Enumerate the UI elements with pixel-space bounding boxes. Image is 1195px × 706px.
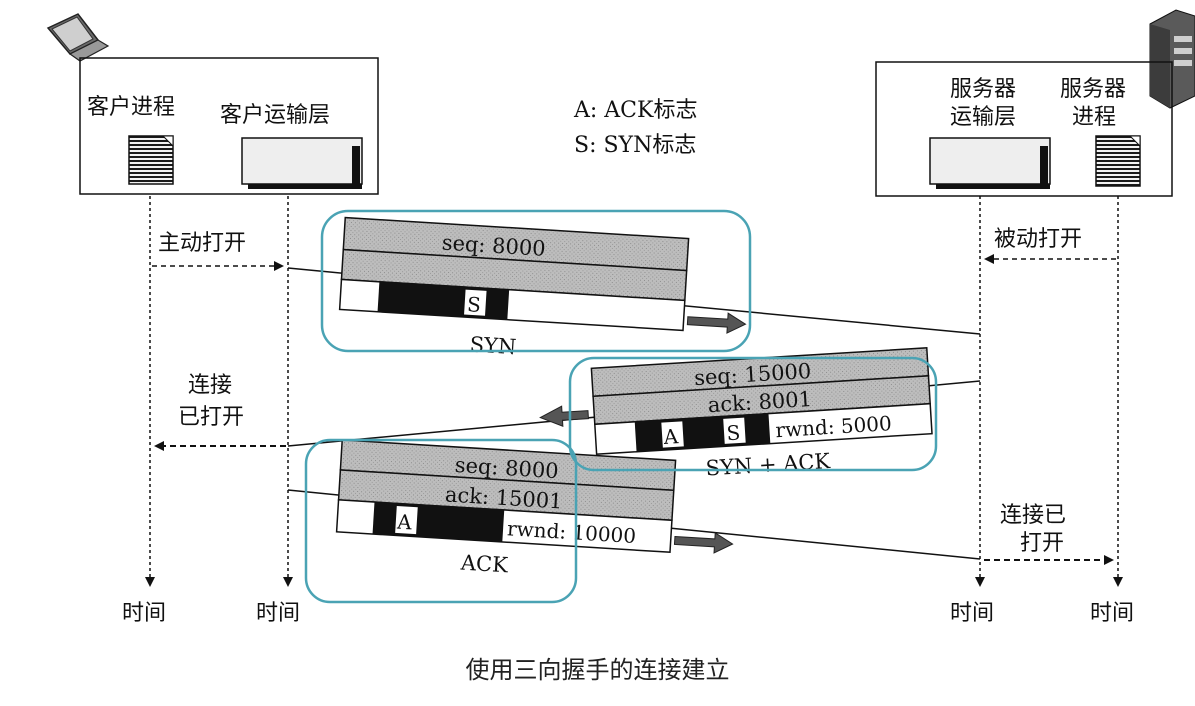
server-transport-label-2: 运输层 bbox=[950, 105, 1016, 130]
syn-direction-arrow bbox=[686, 312, 747, 334]
ack-flag-a: A bbox=[396, 509, 413, 534]
synack-segment: seq: 15000 ack: 8001 A S rwnd: 5000 SYN … bbox=[539, 347, 933, 481]
synack-highlight-box bbox=[568, 356, 938, 472]
server-open-label-2: 打开 bbox=[1020, 531, 1064, 556]
synack-flag-a: A bbox=[662, 424, 679, 449]
client-box bbox=[79, 57, 379, 195]
client-transport-label: 客户运输层 bbox=[220, 103, 330, 128]
time-label-server-process: 时间 bbox=[1090, 601, 1134, 626]
syn-flag-s: S bbox=[466, 292, 481, 317]
server-transport-buffer-icon bbox=[929, 137, 1051, 189]
syn-highlight-box bbox=[320, 209, 752, 353]
laptop-icon bbox=[46, 13, 110, 62]
ack-direction-arrow bbox=[673, 532, 734, 554]
client-transport-buffer-icon bbox=[241, 137, 363, 189]
syn-segment: seq: 8000 S SYN bbox=[338, 216, 747, 359]
server-process-label-1: 服务器 bbox=[1060, 77, 1126, 102]
synack-flag-s: S bbox=[726, 420, 741, 445]
client-process-doc-icon bbox=[128, 135, 174, 185]
figure-caption: 使用三向握手的连接建立 bbox=[465, 656, 730, 684]
active-open-label: 主动打开 bbox=[158, 231, 246, 256]
passive-open-label: 被动打开 bbox=[994, 227, 1082, 252]
client-process-label: 客户进程 bbox=[87, 95, 175, 120]
client-open-label-1: 连接 bbox=[188, 373, 232, 398]
server-transport-label-1: 服务器 bbox=[950, 77, 1016, 102]
legend-ack: A: ACK标志 bbox=[573, 98, 697, 123]
ack-segment-name: ACK bbox=[459, 550, 509, 577]
client-open-label-2: 已打开 bbox=[178, 405, 244, 430]
time-label-client-process: 时间 bbox=[122, 601, 166, 626]
time-label-client-transport: 时间 bbox=[256, 601, 300, 626]
ack-highlight-box bbox=[304, 438, 578, 604]
legend-syn: S: SYN标志 bbox=[574, 133, 696, 158]
syn-segment-name: SYN bbox=[469, 332, 517, 359]
synack-direction-arrow bbox=[539, 405, 589, 427]
time-label-server-transport: 时间 bbox=[950, 601, 994, 626]
server-icon bbox=[1149, 9, 1195, 109]
server-process-label-2: 进程 bbox=[1072, 105, 1116, 130]
server-process-doc-icon bbox=[1095, 135, 1141, 187]
synack-segment-name: SYN + ACK bbox=[705, 449, 831, 481]
server-open-label-1: 连接已 bbox=[1000, 503, 1066, 528]
ack-segment: seq: 8000 ack: 15001 A rwnd: 10000 ACK bbox=[335, 439, 734, 577]
server-box bbox=[875, 61, 1173, 197]
